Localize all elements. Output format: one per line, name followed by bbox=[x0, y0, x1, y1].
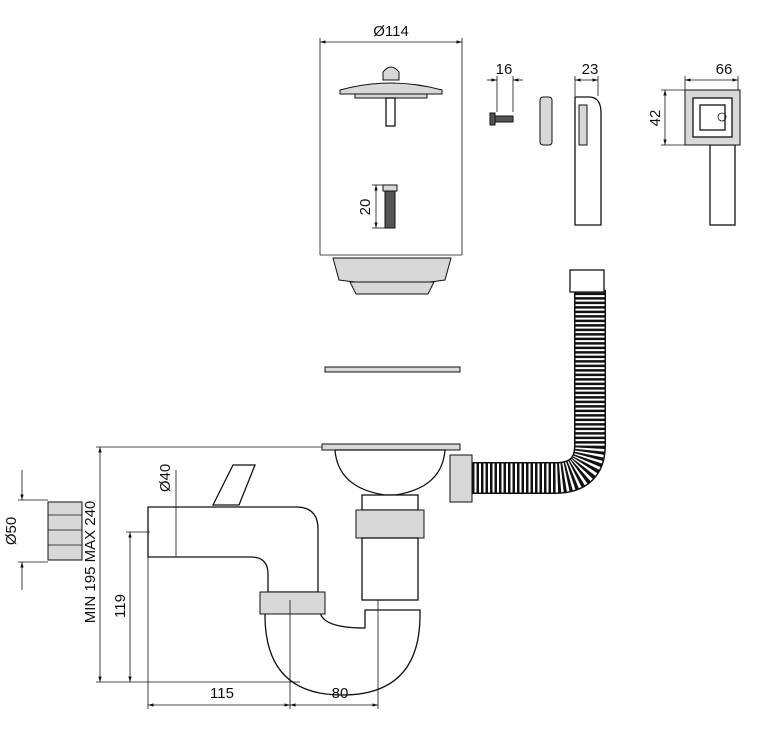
outlet-coupling: Ø50 bbox=[3, 470, 83, 590]
flexible-overflow-hose bbox=[449, 269, 606, 503]
dim-label-20: 20 bbox=[357, 199, 374, 216]
overflow-side-view: 23 bbox=[574, 61, 602, 226]
dim-label-40: Ø40 bbox=[157, 464, 174, 492]
stopper-plug bbox=[339, 66, 443, 127]
dim-label-80: 80 bbox=[332, 685, 349, 702]
dim-label-42: 42 bbox=[647, 110, 664, 127]
dim-label-16: 16 bbox=[496, 61, 513, 78]
dim-label-119: 119 bbox=[112, 594, 129, 618]
strainer-basket bbox=[332, 257, 452, 295]
overflow-gasket bbox=[539, 96, 553, 146]
overflow-front-view: 66 42 bbox=[647, 61, 741, 226]
screw-20: 20 bbox=[357, 184, 398, 229]
strainer-detail: Ø114 20 bbox=[319, 23, 463, 295]
dim-label-23: 23 bbox=[582, 61, 599, 78]
dim-label-66: 66 bbox=[716, 61, 733, 78]
screw-16: 16 bbox=[487, 61, 523, 126]
siphon-trap bbox=[147, 443, 461, 696]
dim-label-50: Ø50 bbox=[3, 517, 20, 545]
dim-label-115: 115 bbox=[210, 685, 234, 702]
dim-label-114: Ø114 bbox=[373, 23, 409, 40]
flat-gasket bbox=[324, 366, 461, 373]
dim-label-height-range: MIN 195 MAX 240 bbox=[82, 501, 99, 624]
